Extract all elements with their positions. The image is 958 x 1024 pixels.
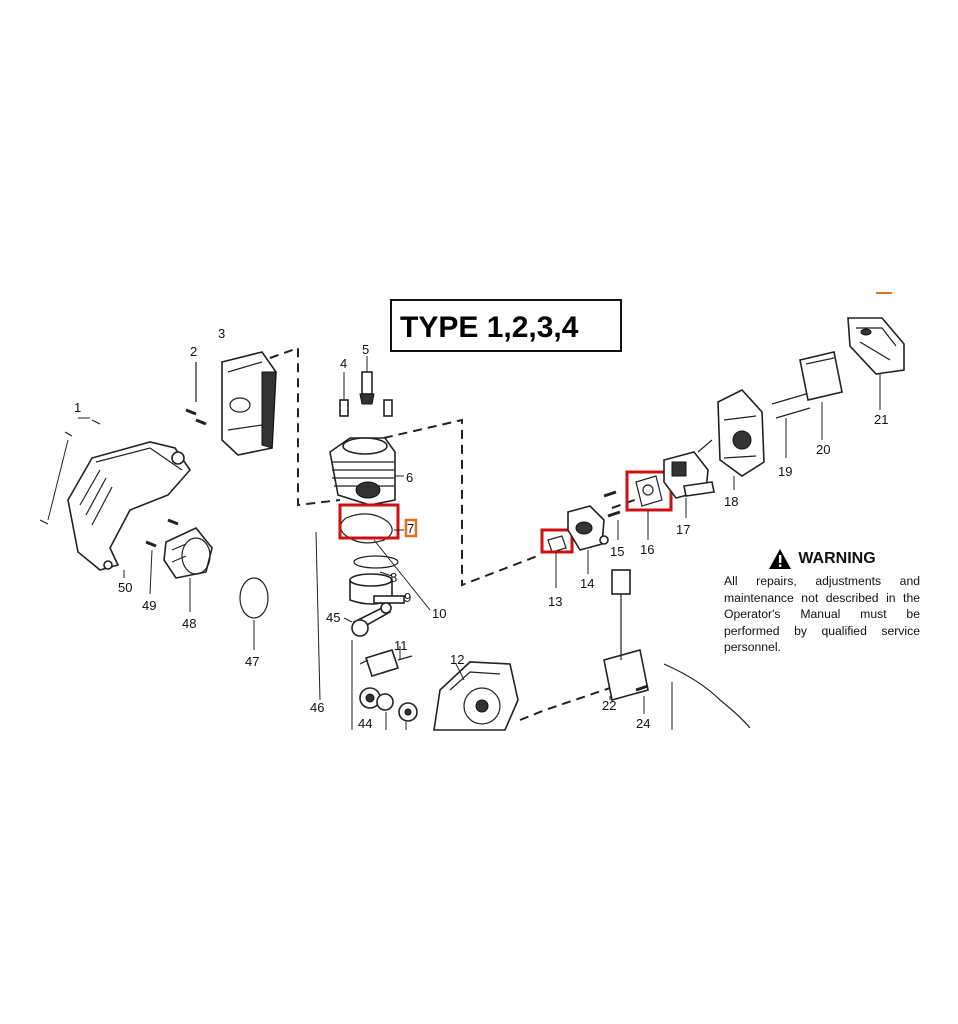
label-48: 48 [182,616,196,631]
label-11: 11 [394,638,408,653]
part-screws-1 [39,417,101,525]
part-air-filter-cover [847,317,905,410]
label-7: 7 [407,521,414,536]
part-o-ring [239,577,269,650]
part-screw-24 [635,663,751,730]
part-ignition-module [603,569,649,702]
part-air-filter-base [717,389,765,490]
label-19: 19 [778,464,792,479]
label-18: 18 [724,494,738,509]
part-spark-plug [359,356,375,405]
part-air-filter [799,351,843,440]
part-screws-15 [603,490,621,540]
part-intake-adapter [567,505,609,574]
label-24: 24 [636,716,650,731]
part-engine-cover [67,441,192,571]
label-20: 20 [816,442,830,457]
warning-notice: WARNING All repairs, adjustments and mai… [724,548,920,656]
label-44: 44 [358,716,372,731]
label-46: 46 [310,700,324,715]
part-bolts-19 [771,393,811,458]
part-crankshaft [359,646,413,677]
label-2: 2 [190,344,197,359]
label-21: 21 [874,412,888,427]
part-cylinder [329,437,404,506]
label-14: 14 [580,576,594,591]
part-bearings [351,640,418,730]
label-17: 17 [676,522,690,537]
part-crankcase [433,661,519,731]
warning-header: WARNING [724,548,920,570]
part-labels: 1 2 3 4 5 6 7 8 9 10 11 12 13 14 15 16 1… [74,326,888,731]
part-intake-gasket [540,528,574,588]
part-screws-2 [185,362,207,426]
part-screws-49 [123,518,179,595]
diagram-title: TYPE 1,2,3,4 [400,311,579,344]
label-1: 1 [74,400,81,415]
label-22: 22 [602,698,616,713]
label-5: 5 [362,342,369,357]
warning-text: All repairs, adjustments and maintenance… [724,574,920,654]
label-12: 12 [450,652,464,667]
warning-heading: WARNING [798,550,876,567]
title-box: TYPE 1,2,3,4 [390,299,622,352]
label-49: 49 [142,598,156,613]
label-9: 9 [404,590,411,605]
label-50: 50 [118,580,132,595]
part-starter-pulley [163,527,213,612]
label-13: 13 [548,594,562,609]
label-47: 47 [245,654,259,669]
part-bolts-4 [339,372,393,417]
label-15: 15 [610,544,624,559]
part-carburetor [663,439,715,518]
label-8: 8 [390,570,397,585]
label-4: 4 [340,356,347,371]
warning-triangle-icon [769,549,792,569]
label-45: 45 [326,610,340,625]
part-muffler-shield [221,351,277,456]
part-cylinder-gasket [338,503,418,544]
label-3: 3 [218,326,225,341]
assembly-dashed-lines [269,346,641,721]
part-connecting-rod [343,602,392,637]
part-piston [315,531,431,701]
label-10: 10 [432,606,446,621]
label-16: 16 [640,542,654,557]
label-6: 6 [406,470,413,485]
